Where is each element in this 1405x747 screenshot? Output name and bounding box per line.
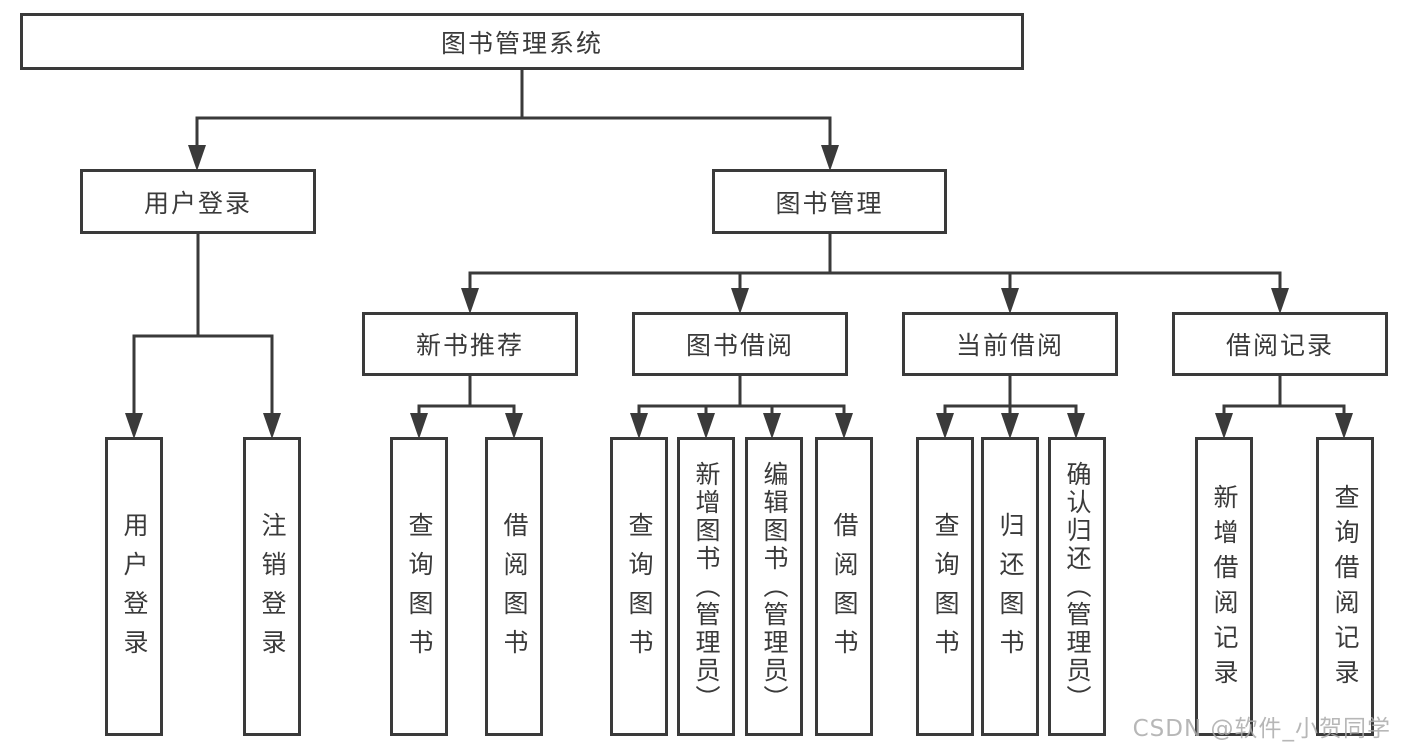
leaf-query-books-recommend: 查询图书 [390, 437, 448, 736]
leaf-user-login: 用户登录 [105, 437, 163, 736]
leaf-add-borrow-record: 新增借阅记录 [1195, 437, 1253, 736]
leaf-borrow-books-borrowing: 借阅图书 [815, 437, 873, 736]
leaf-logout-login: 注销登录 [243, 437, 301, 736]
node-new-book-recommendation: 新书推荐 [362, 312, 578, 376]
leaf-confirm-return-admin: 确认归还（管理员） [1048, 437, 1106, 736]
node-book-management: 图书管理 [712, 169, 947, 234]
leaf-edit-books-admin: 编辑图书（管理员） [745, 437, 803, 736]
leaf-query-borrow-record: 查询借阅记录 [1316, 437, 1374, 736]
leaf-query-books-current: 查询图书 [916, 437, 974, 736]
watermark: CSDN @软件_小贺同学 [1132, 716, 1391, 742]
leaf-query-books-borrowing: 查询图书 [610, 437, 668, 736]
node-book-borrowing: 图书借阅 [632, 312, 848, 376]
leaf-borrow-books-recommend: 借阅图书 [485, 437, 543, 736]
node-borrowing-records: 借阅记录 [1172, 312, 1388, 376]
leaf-return-books: 归还图书 [981, 437, 1039, 736]
leaf-add-books-admin: 新增图书（管理员） [677, 437, 735, 736]
node-root: 图书管理系统 [20, 13, 1024, 70]
node-user-login: 用户登录 [80, 169, 316, 234]
node-current-borrowing: 当前借阅 [902, 312, 1118, 376]
